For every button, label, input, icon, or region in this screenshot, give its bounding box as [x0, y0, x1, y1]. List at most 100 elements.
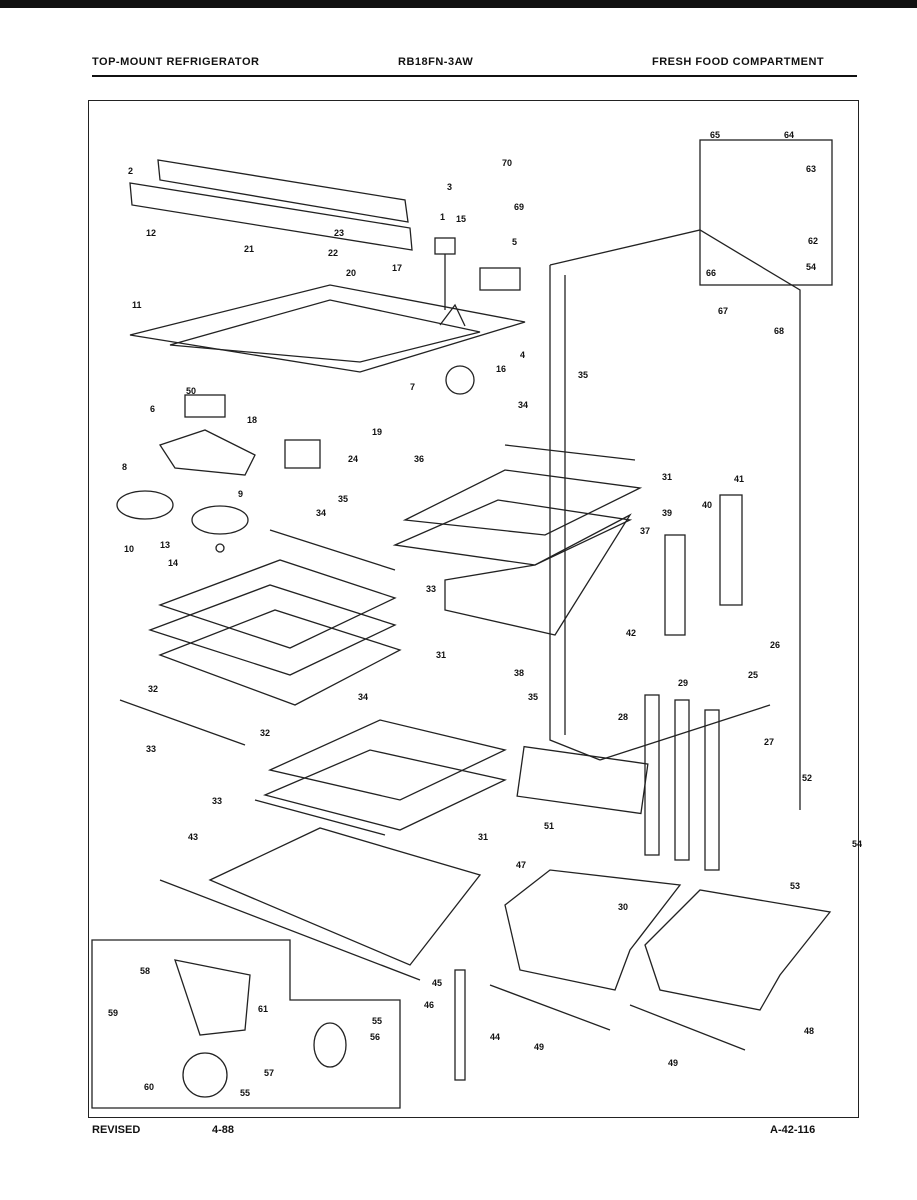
- callout-48: 48: [804, 1026, 814, 1036]
- callout-55: 55: [240, 1088, 250, 1098]
- callout-57: 57: [264, 1068, 274, 1078]
- shelf-supports: [644, 494, 743, 871]
- callout-17: 17: [392, 263, 402, 273]
- callout-22: 22: [328, 248, 338, 258]
- callout-30: 30: [618, 902, 628, 912]
- callout-59: 59: [108, 1008, 118, 1018]
- callout-67: 67: [718, 306, 728, 316]
- callout-5: 5: [512, 237, 517, 247]
- cover-support-rail: [454, 969, 466, 1081]
- crisper-cover: [159, 827, 482, 981]
- diagram-frame: [88, 100, 859, 1118]
- callout-54: 54: [806, 262, 816, 272]
- callout-16: 16: [496, 364, 506, 374]
- callout-34: 34: [316, 508, 326, 518]
- shelf-left: [119, 529, 402, 746]
- wheel-inset-box: [91, 939, 401, 1109]
- callout-25: 25: [748, 670, 758, 680]
- callout-8: 8: [122, 462, 127, 472]
- callout-33: 33: [212, 796, 222, 806]
- callout-47: 47: [516, 860, 526, 870]
- callout-23: 23: [334, 228, 344, 238]
- callout-26: 26: [770, 640, 780, 650]
- callout-38: 38: [514, 668, 524, 678]
- callout-21: 21: [244, 244, 254, 254]
- callout-1: 1: [440, 212, 445, 222]
- callout-41: 41: [734, 474, 744, 484]
- crisper-drawers: [489, 869, 832, 1051]
- divider-plate: [129, 284, 526, 373]
- callout-40: 40: [702, 500, 712, 510]
- callout-55: 55: [372, 1016, 382, 1026]
- callout-9: 9: [238, 489, 243, 499]
- callout-39: 39: [662, 508, 672, 518]
- callout-19: 19: [372, 427, 382, 437]
- callout-34: 34: [358, 692, 368, 702]
- callout-65: 65: [710, 130, 720, 140]
- callout-12: 12: [146, 228, 156, 238]
- callout-54: 54: [852, 839, 862, 849]
- callout-27: 27: [764, 737, 774, 747]
- thermostat-parts: [116, 237, 521, 553]
- callout-33: 33: [426, 584, 436, 594]
- callout-34: 34: [518, 400, 528, 410]
- callout-35: 35: [338, 494, 348, 504]
- footer-code: A-42-116: [770, 1124, 816, 1136]
- callout-31: 31: [436, 650, 446, 660]
- callout-7: 7: [410, 382, 415, 392]
- callout-24: 24: [348, 454, 358, 464]
- callout-50: 50: [186, 386, 196, 396]
- control-housing: [129, 159, 413, 251]
- header-section: FRESH FOOD COMPARTMENT: [652, 56, 825, 68]
- callout-61: 61: [258, 1004, 268, 1014]
- callout-29: 29: [678, 678, 688, 688]
- callout-63: 63: [806, 164, 816, 174]
- callout-35: 35: [528, 692, 538, 702]
- callout-10: 10: [124, 544, 134, 554]
- callout-53: 53: [790, 881, 800, 891]
- callout-37: 37: [640, 526, 650, 536]
- callout-35: 35: [578, 370, 588, 380]
- callout-52: 52: [802, 773, 812, 783]
- callout-32: 32: [148, 684, 158, 694]
- callout-42: 42: [626, 628, 636, 638]
- header-title: TOP-MOUNT REFRIGERATOR: [92, 56, 260, 68]
- callout-20: 20: [346, 268, 356, 278]
- callout-14: 14: [168, 558, 178, 568]
- callout-32: 32: [260, 728, 270, 738]
- top-border-bar: [0, 0, 917, 8]
- shelf-center: [392, 444, 643, 636]
- callout-11: 11: [132, 300, 142, 310]
- callout-62: 62: [808, 236, 818, 246]
- header-model: RB18FN-3AW: [398, 56, 474, 68]
- callout-6: 6: [150, 404, 155, 414]
- callout-51: 51: [544, 821, 554, 831]
- callout-3: 3: [447, 182, 452, 192]
- footer-date: 4-88: [212, 1124, 235, 1136]
- callout-43: 43: [188, 832, 198, 842]
- callout-66: 66: [706, 268, 716, 278]
- callout-13: 13: [160, 540, 170, 550]
- drip-tray: [516, 745, 649, 815]
- callout-70: 70: [502, 158, 512, 168]
- hinge-inset-box: [699, 139, 833, 286]
- callout-68: 68: [774, 326, 784, 336]
- callout-46: 46: [424, 1000, 434, 1010]
- callout-60: 60: [144, 1082, 154, 1092]
- callout-49: 49: [534, 1042, 544, 1052]
- callout-15: 15: [456, 214, 466, 224]
- callout-31: 31: [478, 832, 488, 842]
- callout-31: 31: [662, 472, 672, 482]
- callout-4: 4: [520, 350, 525, 360]
- callout-56: 56: [370, 1032, 380, 1042]
- callout-49: 49: [668, 1058, 678, 1068]
- callout-69: 69: [514, 202, 524, 212]
- callout-45: 45: [432, 978, 442, 988]
- footer-revised: REVISED: [92, 1124, 141, 1136]
- callout-2: 2: [128, 166, 133, 176]
- header-rule: [92, 75, 857, 77]
- callout-28: 28: [618, 712, 628, 722]
- callout-64: 64: [784, 130, 794, 140]
